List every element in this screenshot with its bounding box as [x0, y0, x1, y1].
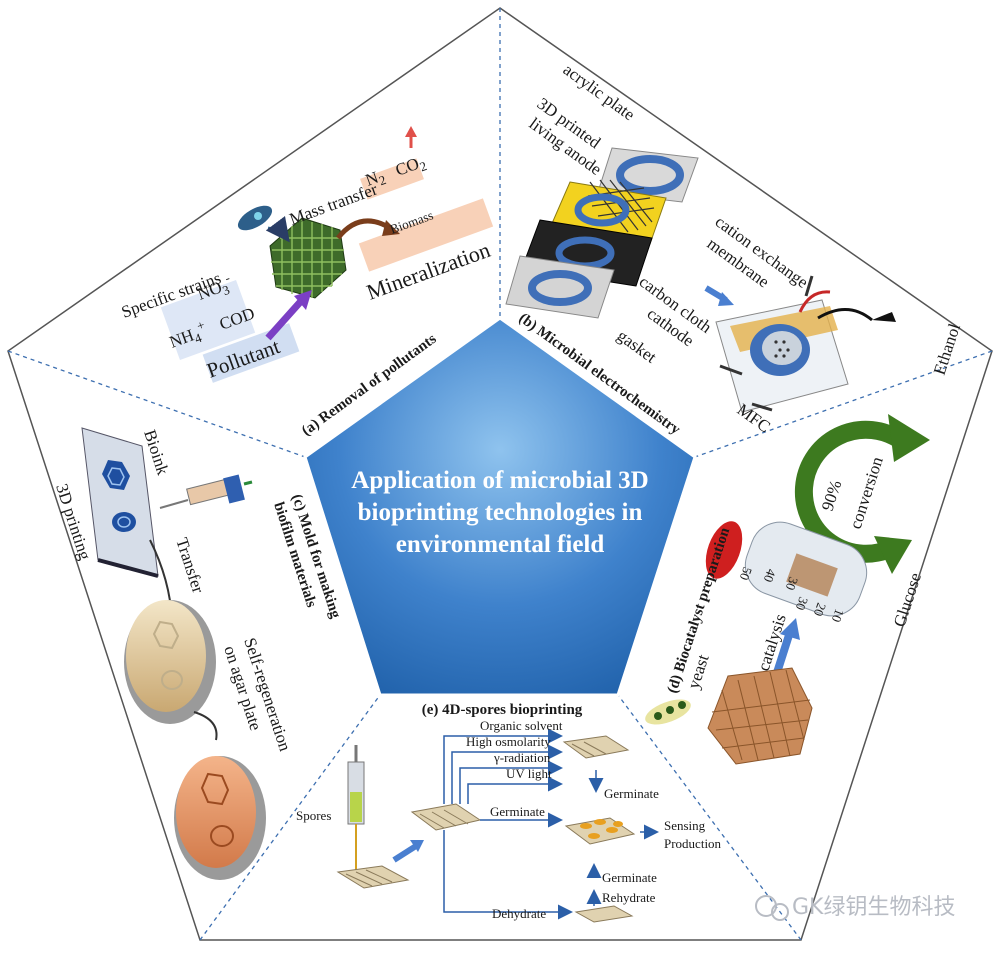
yeast-lattice-scaffold: [707, 667, 813, 765]
watermark: GK绿钥生物科技: [755, 895, 955, 921]
center-title-line-1: Application of microbial 3D: [351, 467, 648, 494]
pollutant-band: [202, 323, 300, 383]
section-e-4d-spores: (e) 4D-spores bioprinting: [296, 702, 722, 923]
rehydrate-label: Rehydrate: [602, 890, 656, 905]
inputs-band: [160, 280, 256, 360]
tube-tick-30a: 30: [783, 575, 802, 592]
spores-syringe-icon: [347, 745, 365, 870]
treatment-branches: [443, 728, 659, 920]
center-title-line-3: environmental field: [396, 531, 605, 558]
n2-label: N2: [363, 165, 388, 192]
sensing-label: Sensing: [664, 818, 706, 833]
mfc-device: [715, 275, 896, 413]
center-title-line-2: bioprinting technologies in: [358, 499, 643, 526]
syringe-icon: [159, 474, 253, 509]
mineralization-band: [358, 198, 494, 272]
section-dividers: [7, 8, 993, 941]
tube-tick-10: 10: [829, 607, 848, 624]
acrylic-ring: [616, 155, 684, 195]
spore-bed-dehydrated: [574, 905, 634, 923]
germinate-bottom-label: Germinate: [602, 870, 657, 885]
agar-plate-1: [124, 600, 216, 724]
spores-label: Spores: [296, 808, 331, 823]
production-label: Production: [664, 836, 722, 851]
spore-bed-center: [410, 803, 482, 831]
n2-co2-band: [360, 158, 424, 200]
tube-tick-30b: 30: [793, 595, 812, 612]
high-osmolarity-label: High osmolarity: [466, 734, 551, 749]
mineralization-arrow: [336, 218, 392, 240]
specific-strains-capsule-icon: [237, 205, 273, 231]
section-e-title: (e) 4D-spores bioprinting: [422, 702, 583, 718]
dehydrate-label: Dehydrate: [492, 906, 546, 921]
tube-tick-50: 50: [737, 565, 756, 582]
center-pentagon: [303, 316, 697, 697]
spore-bed-base: [336, 865, 410, 889]
spore-bed-germinated: [564, 817, 636, 845]
uv-light-label: UV light: [506, 766, 552, 781]
organic-solvent-label: Organic solvent: [480, 718, 563, 733]
watermark-text: GK绿钥生物科技: [792, 895, 955, 920]
gasket-plate: [505, 255, 615, 319]
germinate-mid-label: Germinate: [490, 804, 545, 819]
yeast-cells-icon: [645, 699, 691, 725]
tube-tick-40: 40: [761, 567, 780, 584]
pollutant-arrow: [265, 297, 305, 341]
germinate-top-label: Germinate: [604, 786, 659, 801]
agar-plate-2: [174, 756, 266, 880]
conversion-tube: [705, 521, 868, 617]
gamma-radiation-label: γ-radiation: [493, 750, 551, 765]
tube-tick-20: 20: [811, 601, 830, 618]
spore-bed-top: [562, 735, 630, 759]
bioink-print-icon: [102, 460, 136, 532]
